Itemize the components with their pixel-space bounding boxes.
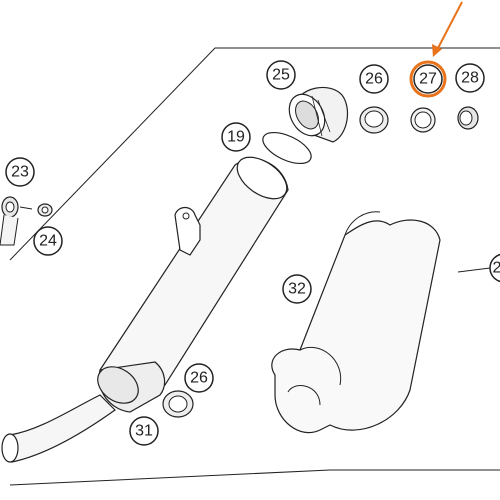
callout-31[interactable]: 31 — [129, 416, 159, 446]
svg-text:19: 19 — [227, 129, 245, 146]
callout-19[interactable]: 19 — [221, 122, 251, 152]
silencer-body — [99, 156, 289, 394]
svg-text:32: 32 — [288, 281, 306, 298]
end-cap-part-25 — [288, 86, 349, 143]
svg-text:25: 25 — [272, 67, 290, 84]
callout-27[interactable]: 27 — [409, 60, 447, 98]
svg-text:27: 27 — [419, 71, 437, 88]
svg-text:24: 24 — [39, 233, 57, 250]
fastener-part-23 — [0, 196, 19, 246]
svg-text:23: 23 — [11, 164, 29, 181]
bushing-part-28 — [457, 106, 479, 130]
callout-28[interactable]: 28 — [455, 63, 485, 93]
leader-line-2x — [457, 267, 491, 273]
callout-26-bottom[interactable]: 26 — [184, 363, 214, 393]
svg-text:26: 26 — [190, 370, 208, 387]
svg-text:26: 26 — [365, 71, 383, 88]
ring-part-27 — [410, 107, 436, 133]
ring-part-26-top — [359, 106, 389, 134]
gasket-part-19 — [262, 131, 312, 165]
callout-32[interactable]: 32 — [282, 274, 312, 304]
callout-2x-partial[interactable]: 2 — [489, 253, 500, 283]
svg-text:28: 28 — [461, 70, 479, 87]
callout-26-top[interactable]: 26 — [359, 64, 389, 94]
washer-part-24 — [19, 203, 53, 217]
callout-24[interactable]: 24 — [33, 226, 63, 256]
callout-25[interactable]: 25 — [266, 60, 296, 90]
inlet-cone-part-31 — [1, 361, 166, 463]
svg-text:31: 31 — [135, 423, 153, 440]
packing-sheet-part-32 — [271, 211, 441, 434]
assembly-frame — [9, 47, 500, 486]
callout-23[interactable]: 23 — [5, 157, 35, 187]
ring-part-26-bottom — [162, 390, 194, 418]
svg-text:2: 2 — [493, 260, 500, 277]
highlight-arrow — [432, 1, 463, 57]
